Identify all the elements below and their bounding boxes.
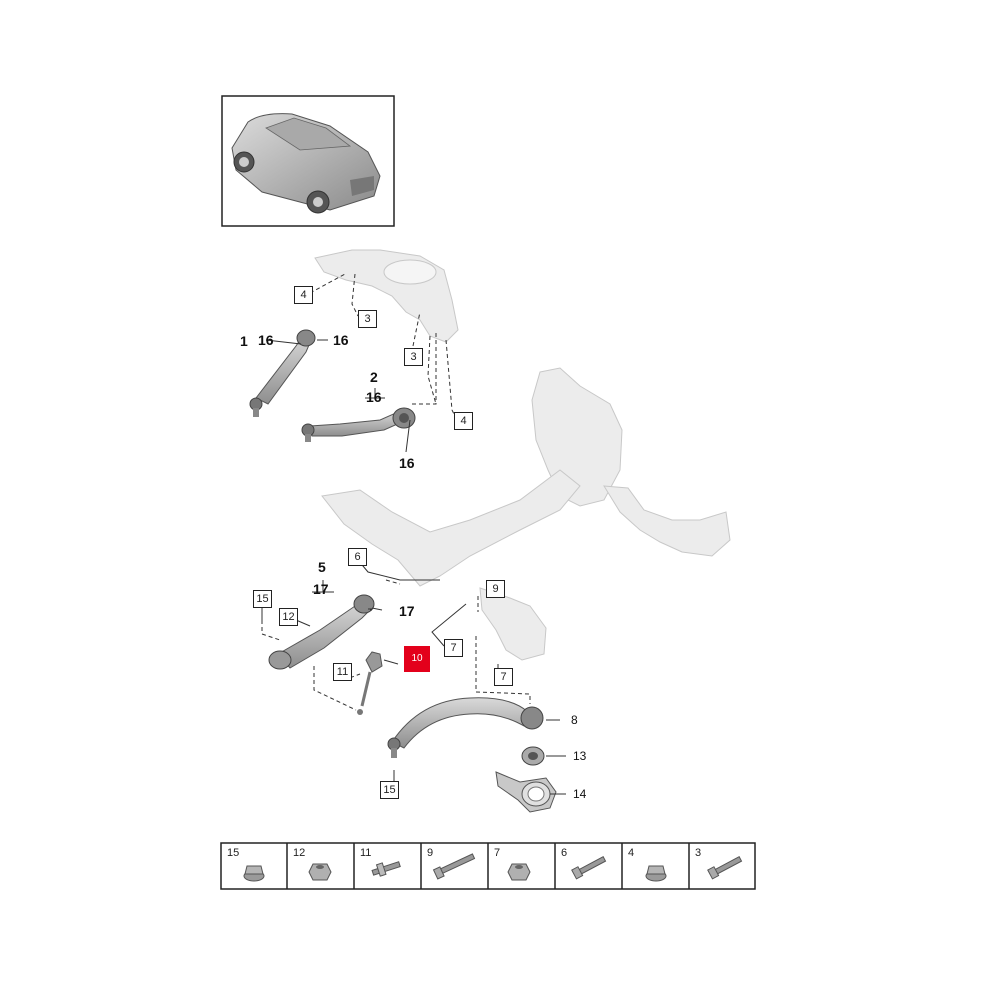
callout-5: 5 — [318, 559, 326, 575]
stud-bolt-icon — [371, 861, 401, 877]
upper-arm-1 — [249, 329, 316, 417]
ref-box-9[interactable]: 9 — [486, 580, 505, 598]
parts-table-label: 7 — [494, 847, 501, 859]
ref-box-15[interactable]: 15 — [253, 590, 272, 608]
ref-box-3[interactable]: 3 — [404, 348, 423, 366]
upper-arm-2 — [301, 407, 416, 442]
parts-table-label: 12 — [293, 847, 306, 859]
callout-16: 16 — [333, 332, 349, 348]
parts-table-label: 4 — [628, 847, 635, 859]
ref-box-12[interactable]: 12 — [279, 608, 298, 626]
callout-1: 1 — [240, 333, 248, 349]
callout-17: 17 — [399, 603, 415, 619]
vehicle-thumbnail — [221, 95, 395, 227]
lower-arm-8 — [387, 697, 544, 758]
callout-13: 13 — [573, 749, 587, 763]
callout-16: 16 — [366, 389, 382, 405]
subframe-ghost — [314, 249, 731, 661]
parts-table-label: 9 — [427, 847, 434, 859]
ref-box-15[interactable]: 15 — [380, 781, 399, 799]
bracket-14 — [495, 771, 557, 813]
parts-table-label: 11 — [360, 847, 372, 859]
ref-box-3[interactable]: 3 — [358, 310, 377, 328]
flange-nut-icon — [243, 865, 265, 882]
ref-box-11[interactable]: 11 — [333, 663, 352, 681]
ref-box-10-selected[interactable]: 10 — [404, 646, 430, 672]
lower-arm-5 — [268, 594, 375, 670]
hex-nut-icon — [308, 863, 332, 881]
ref-box-4[interactable]: 4 — [294, 286, 313, 304]
callout-17: 17 — [313, 581, 329, 597]
bolt-icon — [571, 856, 607, 880]
callout-14: 14 — [573, 787, 587, 801]
long-bolt-icon — [432, 853, 476, 880]
level-sensor — [357, 651, 383, 715]
callout-8: 8 — [571, 713, 578, 727]
ref-box-7[interactable]: 7 — [444, 639, 463, 657]
flange-nut-icon-2 — [645, 865, 667, 882]
ref-box-4[interactable]: 4 — [454, 412, 473, 430]
bushing-13 — [521, 746, 545, 766]
bolt-icon-2 — [707, 856, 743, 880]
callout-2: 2 — [370, 369, 378, 385]
parts-table-label: 3 — [695, 847, 702, 859]
ref-box-6[interactable]: 6 — [348, 548, 367, 566]
callout-16: 16 — [399, 455, 415, 471]
parts-table-grid — [220, 842, 756, 890]
callout-16: 16 — [258, 332, 274, 348]
hex-nut-icon-2 — [507, 863, 531, 881]
ref-box-7[interactable]: 7 — [494, 668, 513, 686]
parts-table-label: 15 — [227, 847, 240, 859]
parts-table-label: 6 — [561, 847, 568, 859]
